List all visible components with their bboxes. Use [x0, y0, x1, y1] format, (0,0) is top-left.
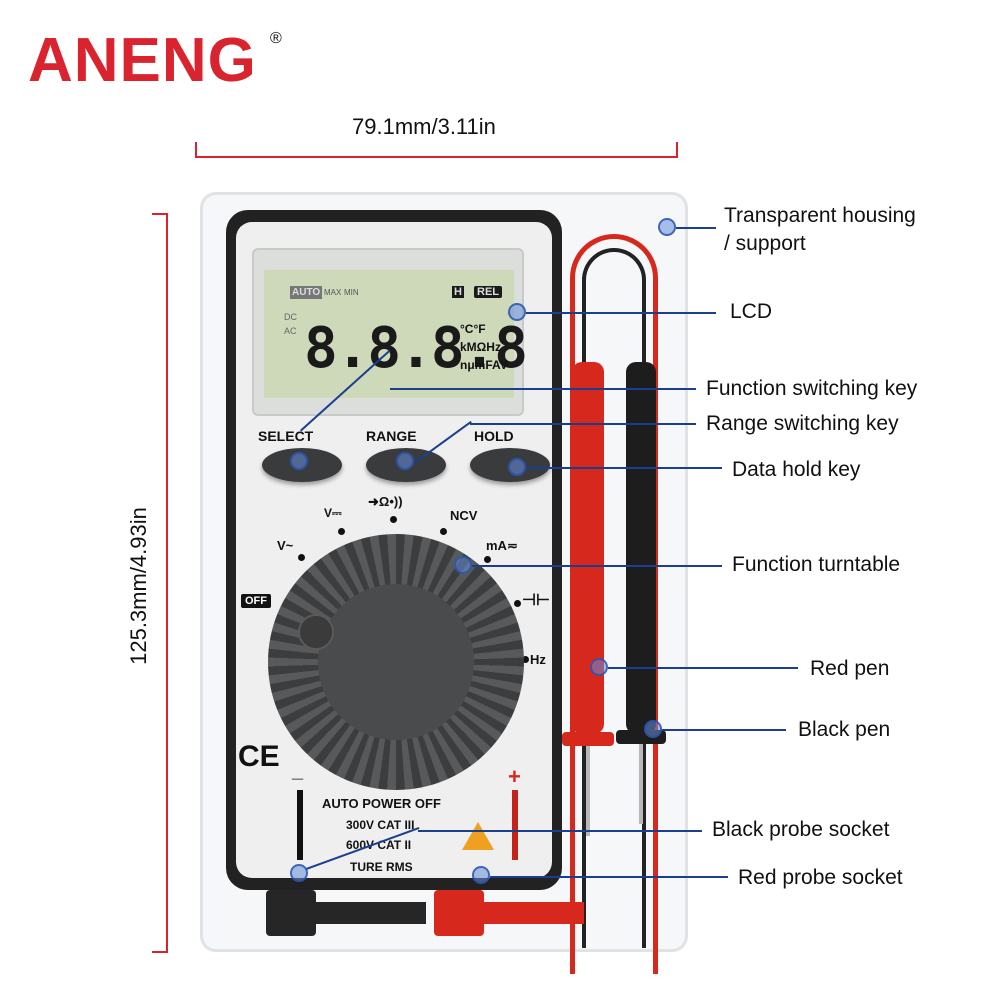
warning-icon: [462, 822, 494, 850]
plus-mark: +: [508, 764, 521, 789]
true-rms-text: TURE RMS: [350, 860, 413, 874]
lcd-units-temp: °C°F: [460, 322, 486, 336]
callout-dot-red-pen: [590, 658, 608, 676]
black-pen-tip: [639, 744, 643, 824]
callout-dot-function-key: [290, 452, 308, 470]
callout-hold-key: Data hold key: [732, 458, 861, 481]
minus-mark: _: [292, 760, 304, 782]
callout-red-pen: Red pen: [810, 657, 890, 680]
callout-dot-turntable: [454, 556, 472, 574]
lcd-units-mid: kMΩHz: [460, 340, 501, 354]
callout-line-function-key: [390, 388, 696, 390]
callout-housing-line1: Transparent housing: [724, 204, 916, 227]
dial-position-ma: [484, 556, 491, 563]
dial-label-vac: V~: [277, 538, 294, 553]
lcd-hold-indicator: H: [452, 286, 464, 298]
black-probe-graphic: [297, 790, 303, 860]
callout-dot-range-key: [396, 452, 414, 470]
lcd-max: MAX: [324, 288, 342, 297]
lcd-dc: DC: [284, 312, 297, 322]
lcd-min: MIN: [344, 288, 359, 297]
select-button-label: SELECT: [258, 428, 314, 444]
dial-label-vdc: V⎓: [324, 506, 342, 520]
red-probe-plug: [434, 890, 484, 936]
callout-black-socket: Black probe socket: [712, 818, 890, 841]
callout-housing-line2: / support: [724, 232, 806, 255]
callout-line-housing: [676, 227, 716, 229]
callout-line-red-socket: [490, 876, 728, 878]
dial-label-cap: ⊣⊢: [522, 592, 550, 609]
height-dimension-tick-bottom: [152, 951, 168, 953]
hold-button-label: HOLD: [474, 428, 514, 444]
callout-line-black-socket: [418, 830, 702, 832]
red-pen-guard: [562, 732, 614, 746]
height-dimension-tick-top: [152, 213, 168, 215]
width-dimension-tick-left: [195, 142, 197, 158]
auto-power-off-text: AUTO POWER OFF: [322, 796, 441, 811]
callout-dot-red-socket: [472, 866, 490, 884]
callout-dot-housing: [658, 218, 676, 236]
width-dimension-tick-right: [676, 142, 678, 158]
range-button-label: RANGE: [366, 428, 417, 444]
callout-lcd: LCD: [730, 300, 773, 323]
width-dimension-label: 79.1mm/3.11in: [352, 114, 496, 139]
callout-turntable: Function turntable: [732, 553, 901, 576]
callout-dot-black-pen: [644, 720, 662, 738]
dial-position-ncv: [440, 528, 447, 535]
dial-label-diode: ➜Ω•)): [368, 494, 403, 509]
red-probe-graphic: [512, 790, 518, 860]
callout-red-socket: Red probe socket: [738, 866, 903, 889]
callout-dot-lcd: [508, 303, 526, 321]
dial-label-hz: Hz: [530, 652, 546, 667]
function-turntable-pointer: [298, 614, 334, 650]
dial-label-ma: mA≂: [486, 538, 518, 553]
callout-function-key: Function switching key: [706, 377, 918, 400]
red-pen: [572, 362, 604, 734]
black-lead-cable: [316, 902, 426, 924]
callout-line-range-key: [470, 423, 696, 425]
red-pen-tip: [586, 746, 590, 836]
lcd-rel: REL: [474, 286, 502, 298]
red-lead-cable: [484, 902, 584, 924]
dial-position-diode: [390, 516, 397, 523]
lcd-ac: AC: [284, 326, 297, 336]
dial-position-hz: [522, 656, 529, 663]
dial-position-vac: [298, 554, 305, 561]
lcd-digits: 8.8.8.8: [304, 316, 528, 381]
callout-line-black-pen: [662, 729, 786, 731]
width-dimension-line: [195, 156, 678, 158]
dial-label-off: OFF: [241, 594, 271, 608]
ce-mark: CE: [238, 740, 280, 773]
callout-line-lcd: [526, 312, 716, 314]
lcd-auto: AUTO: [290, 286, 323, 299]
callout-range-key: Range switching key: [706, 412, 899, 435]
function-turntable-center: [318, 584, 474, 740]
callout-dot-black-socket: [290, 864, 308, 882]
dial-label-ncv: NCV: [450, 508, 478, 523]
brand-logo: ANENG: [28, 26, 257, 95]
callout-line-hold-key: [526, 467, 722, 469]
black-pen: [626, 362, 656, 734]
registered-mark: ®: [270, 30, 282, 47]
lcd-units-bot: nμmFAV: [460, 358, 508, 372]
dial-position-cap: [514, 600, 521, 607]
black-probe-plug: [266, 890, 316, 936]
callout-dot-hold-key: [508, 458, 526, 476]
callout-line-turntable: [472, 565, 722, 567]
dial-position-vdc: [338, 528, 345, 535]
height-dimension-label: 125.3mm/4.93in: [126, 507, 151, 665]
height-dimension-line: [166, 213, 168, 953]
callout-black-pen: Black pen: [798, 718, 891, 741]
callout-line-red-pen: [608, 667, 798, 669]
cat3-text: 300V CAT III: [346, 818, 415, 832]
lcd-screen: AUTO MAX MIN H REL DC AC 8.8.8.8 °C°F kM…: [264, 270, 528, 398]
